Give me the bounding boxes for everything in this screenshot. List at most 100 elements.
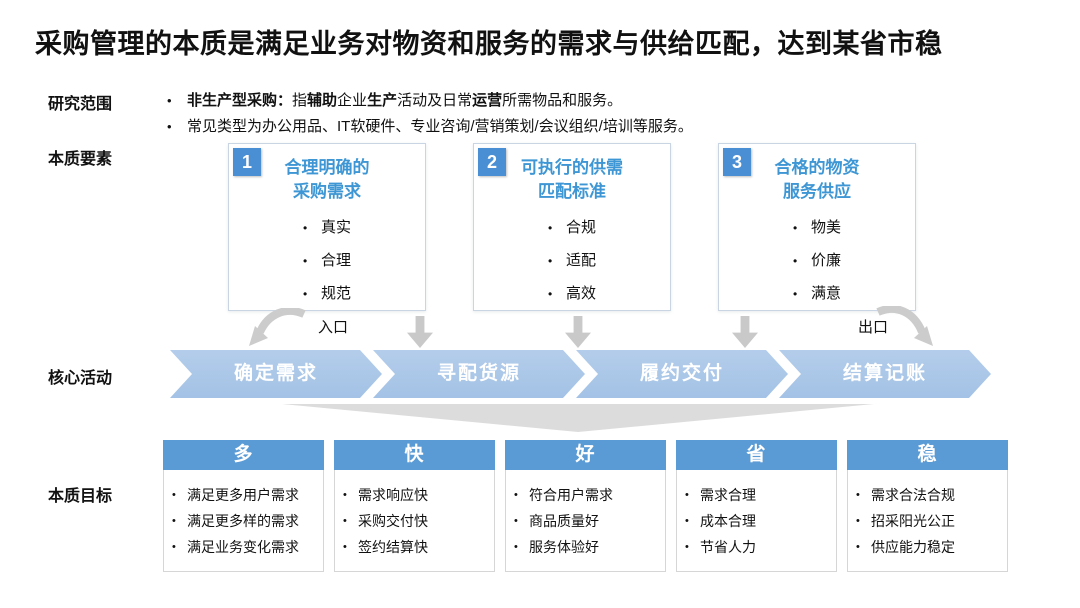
list-item: •成本合理	[685, 508, 832, 534]
bullet-dot-icon: •	[302, 287, 308, 301]
bullet-dot-icon: •	[792, 254, 798, 268]
bullet-dot-icon: •	[514, 515, 518, 527]
bullet-dot-icon: •	[856, 515, 860, 527]
goal-box-header: 快	[334, 440, 495, 470]
list-item: •物美	[792, 219, 841, 236]
essence-box-bullets: •物美 •价廉 •满意	[793, 218, 841, 304]
list-item: •满足更多样的需求	[172, 508, 319, 534]
entry-label: 入口	[318, 319, 349, 336]
list-item: •供应能力稳定	[856, 534, 1003, 560]
essence-box-title-line2: 匹配标准	[538, 182, 606, 201]
row-label-essence-goals: 本质目标	[48, 488, 113, 505]
bullet-dot-icon: •	[547, 254, 553, 268]
flow-step-chevron-2: 寻配货源	[373, 350, 585, 398]
number-badge: 3	[723, 148, 751, 176]
essence-box-title-line1: 合格的物资	[774, 158, 860, 177]
down-arrow-icon	[565, 316, 591, 348]
essence-box-bullets: •真实 •合理 •规范	[303, 218, 351, 304]
bullet-dot-icon: •	[343, 515, 347, 527]
goal-box-body: •需求响应快 •采购交付快 •签约结算快	[334, 470, 495, 572]
number-badge: 2	[478, 148, 506, 176]
exit-label: 出口	[858, 319, 889, 336]
essence-box-2: 2 可执行的供需 匹配标准 •合规 •适配 •高效	[473, 143, 671, 311]
bullet-dot-icon: •	[172, 489, 176, 501]
flow-step-chevron-4: 结算记账	[779, 350, 991, 398]
goal-box-kuai: 快 •需求响应快 •采购交付快 •签约结算快	[334, 440, 495, 572]
bullet-dot-icon: •	[792, 287, 798, 301]
essence-box-title: 可执行的供需 匹配标准	[474, 156, 670, 204]
essence-box-title-line2: 服务供应	[783, 182, 851, 201]
bullet-dot-icon: •	[685, 541, 689, 553]
essence-box-title: 合理明确的 采购需求	[229, 156, 425, 204]
bullet-dot-icon: •	[685, 515, 689, 527]
list-item: •高效	[547, 285, 596, 302]
research-scope-text: • 非生产型采购：指辅助企业生产活动及日常运营所需物品和服务。 • 常见类型为办…	[165, 88, 885, 140]
bullet-dot-icon: •	[856, 541, 860, 553]
scope-bullet-2-text: 常见类型为办公用品、IT软硬件、专业咨询/营销策划/会议组织/培训等服务。	[187, 118, 693, 135]
essence-box-title-line2: 采购需求	[293, 182, 361, 201]
list-item: •价廉	[792, 252, 841, 269]
bullet-dot-icon: •	[167, 93, 172, 108]
funnel-arrow-icon	[282, 404, 874, 432]
list-item: •满意	[792, 285, 841, 302]
number-badge: 1	[233, 148, 261, 176]
bullet-dot-icon: •	[302, 254, 308, 268]
goal-box-header: 多	[163, 440, 324, 470]
list-item: •合理	[302, 252, 351, 269]
list-item: •满足更多用户需求	[172, 482, 319, 508]
essence-box-bullets: •合规 •适配 •高效	[548, 218, 596, 304]
bullet-dot-icon: •	[514, 489, 518, 501]
list-item: •需求合法合规	[856, 482, 1003, 508]
essence-box-1: 1 合理明确的 采购需求 •真实 •合理 •规范	[228, 143, 426, 311]
bullet-dot-icon: •	[547, 221, 553, 235]
list-item: •招采阳光公正	[856, 508, 1003, 534]
goal-box-body: •需求合法合规 •招采阳光公正 •供应能力稳定	[847, 470, 1008, 572]
scope-bullet-1-text: 非生产型采购：指辅助企业生产活动及日常运营所需物品和服务。	[187, 92, 623, 109]
row-label-essence-elements: 本质要素	[48, 151, 113, 168]
curved-entry-arrow-icon	[249, 308, 306, 346]
row-label-core-activities: 核心活动	[48, 370, 113, 387]
scope-bullet-1: • 非生产型采购：指辅助企业生产活动及日常运营所需物品和服务。	[165, 88, 885, 114]
flow-step-chevron-3: 履约交付	[576, 350, 788, 398]
bullet-dot-icon: •	[172, 515, 176, 527]
list-item: •规范	[302, 285, 351, 302]
list-item: •服务体验好	[514, 534, 661, 560]
flow-step-chevron-1: 确定需求	[170, 350, 382, 398]
goal-box-wen: 稳 •需求合法合规 •招采阳光公正 •供应能力稳定	[847, 440, 1008, 572]
page-title: 采购管理的本质是满足业务对物资和服务的需求与供给匹配，达到某省市稳	[35, 29, 943, 59]
bullet-dot-icon: •	[792, 221, 798, 235]
goal-box-body: •符合用户需求 •商品质量好 •服务体验好	[505, 470, 666, 572]
bullet-dot-icon: •	[343, 541, 347, 553]
list-item: •采购交付快	[343, 508, 490, 534]
bullet-dot-icon: •	[172, 541, 176, 553]
essence-box-title-line1: 可执行的供需	[521, 158, 623, 177]
bullet-dot-icon: •	[856, 489, 860, 501]
down-arrow-icon	[732, 316, 758, 348]
list-item: •需求响应快	[343, 482, 490, 508]
goal-box-body: •需求合理 •成本合理 •节省人力	[676, 470, 837, 572]
list-item: •商品质量好	[514, 508, 661, 534]
essence-box-title-line1: 合理明确的	[284, 158, 370, 177]
goal-box-header: 好	[505, 440, 666, 470]
list-item: •符合用户需求	[514, 482, 661, 508]
bullet-dot-icon: •	[302, 221, 308, 235]
list-item: •节省人力	[685, 534, 832, 560]
bullet-dot-icon: •	[547, 287, 553, 301]
list-item: •合规	[547, 219, 596, 236]
curved-exit-arrow-icon	[876, 306, 933, 346]
down-arrow-icon	[407, 316, 433, 348]
bullet-dot-icon: •	[343, 489, 347, 501]
list-item: •签约结算快	[343, 534, 490, 560]
goal-box-sheng: 省 •需求合理 •成本合理 •节省人力	[676, 440, 837, 572]
list-item: •真实	[302, 219, 351, 236]
bullet-dot-icon: •	[167, 119, 172, 134]
goal-box-duo: 多 •满足更多用户需求 •满足更多样的需求 •满足业务变化需求	[163, 440, 324, 572]
goal-box-body: •满足更多用户需求 •满足更多样的需求 •满足业务变化需求	[163, 470, 324, 572]
list-item: •适配	[547, 252, 596, 269]
row-label-research-scope: 研究范围	[48, 96, 113, 113]
essence-box-3: 3 合格的物资 服务供应 •物美 •价廉 •满意	[718, 143, 916, 311]
essence-box-title: 合格的物资 服务供应	[719, 156, 915, 204]
scope-bullet-2: • 常见类型为办公用品、IT软硬件、专业咨询/营销策划/会议组织/培训等服务。	[165, 114, 885, 140]
goal-box-header: 稳	[847, 440, 1008, 470]
